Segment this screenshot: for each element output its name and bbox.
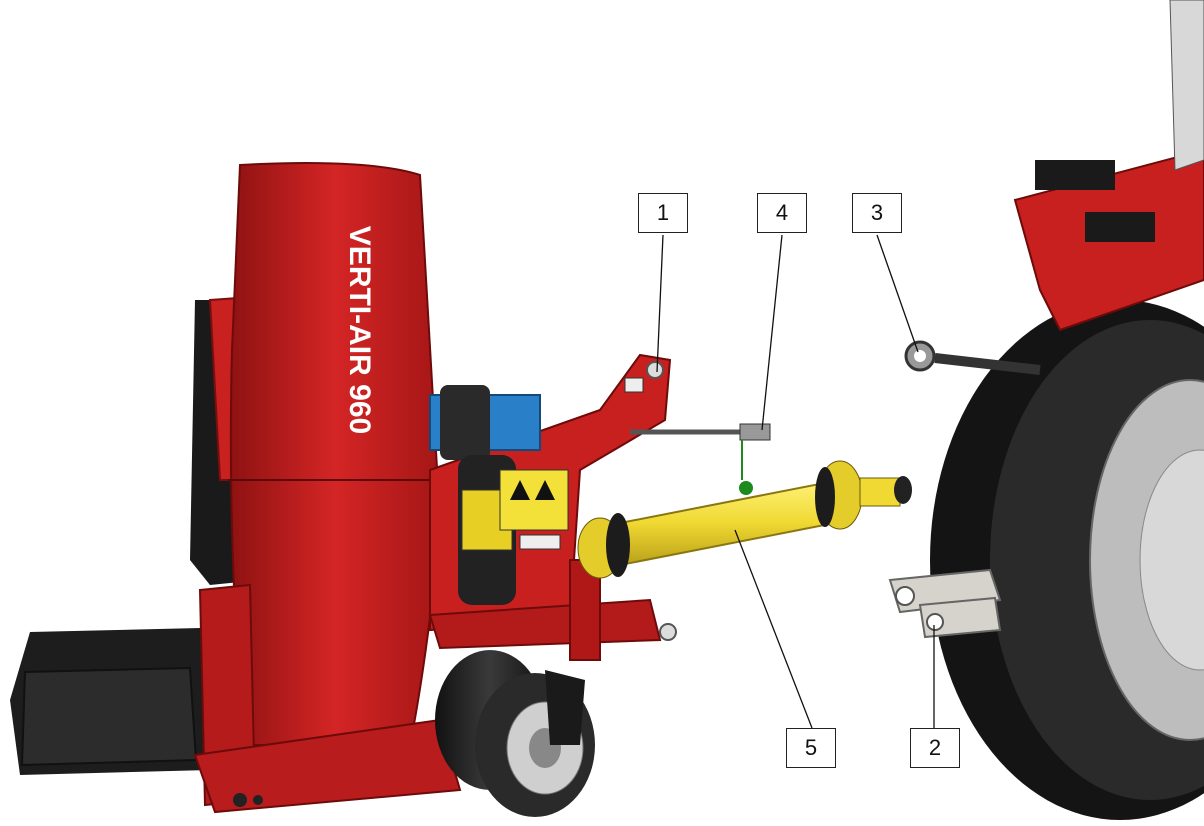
tractor-lower-links [888,568,1002,639]
callout-label: 3 [870,200,884,225]
pto-driveshaft [577,460,912,579]
filter-canister [458,455,569,605]
callout-label: 1 [656,200,670,225]
callout-5: 5 [786,728,836,768]
callout-1: 1 [638,193,688,233]
tractor-fender [1013,0,1204,332]
callout-label: 4 [775,200,789,225]
product-name-decal: VERTI-AIR 960 [343,226,376,434]
ground-wheels [435,650,595,817]
blower-housing: VERTI-AIR 960 [190,162,462,814]
callout-4: 4 [757,193,807,233]
callout-3: 3 [852,193,902,233]
tractor-wheel [930,300,1204,820]
callout-2: 2 [910,728,960,768]
callout-label: 5 [804,735,818,760]
collector-bin [10,628,210,775]
gearbox [429,385,541,460]
callout-label: 2 [928,735,942,760]
leader-lines [656,234,935,729]
top-link-assembly [630,423,771,495]
tractor-top-link [904,340,1041,375]
